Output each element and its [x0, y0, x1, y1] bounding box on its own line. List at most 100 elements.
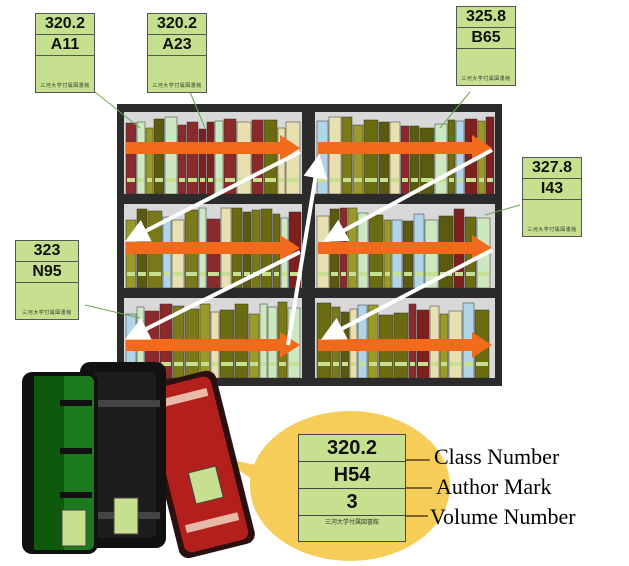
spine-label	[431, 362, 438, 366]
spine-label	[225, 178, 235, 182]
spine-label	[354, 178, 362, 182]
white-return-arrow	[320, 248, 493, 340]
spine-label	[342, 362, 348, 366]
spine-label	[279, 362, 286, 366]
white-return-arrow	[124, 250, 301, 340]
library-stamp: 三河大学付属図書館	[461, 76, 511, 82]
book-spine	[434, 123, 448, 195]
spine-label	[410, 362, 415, 366]
book-spine	[186, 121, 199, 195]
example-volume-number: 3	[299, 489, 405, 516]
spine-label	[279, 178, 284, 182]
spine-label	[395, 362, 407, 366]
spine-label	[200, 178, 205, 182]
class-number: 320.2	[36, 14, 94, 35]
spine-label	[464, 362, 473, 366]
example-library-stamp: 三河大学付属図書館	[324, 520, 379, 526]
spine-label	[421, 178, 433, 182]
spine-label	[436, 178, 446, 182]
orange-arrow-head	[472, 135, 492, 161]
book-spine	[341, 116, 353, 195]
call-number-label: 323 N95 三河大学付属図書館	[15, 240, 79, 320]
white-return-arrow	[286, 154, 328, 346]
orange-arrow-head	[472, 235, 492, 261]
spine-label	[147, 178, 152, 182]
orange-arrow-shaft	[318, 242, 474, 254]
spine-label	[476, 362, 488, 366]
spine-label	[331, 272, 338, 276]
spine-label	[222, 272, 230, 276]
orange-arrow-shaft	[126, 242, 282, 254]
spine-label	[380, 362, 392, 366]
spine-label	[402, 178, 408, 182]
legend-volume-number: Volume Number	[430, 504, 576, 529]
book-spine	[400, 125, 410, 195]
spine-label	[138, 178, 144, 182]
spine-label	[343, 178, 351, 182]
spine-label	[166, 178, 176, 182]
book-stack-illustration	[22, 362, 255, 559]
return-arrows	[124, 148, 493, 346]
spine-label	[269, 362, 276, 366]
spine-label	[253, 178, 262, 182]
spine-label	[359, 362, 366, 366]
spine-label	[359, 272, 367, 276]
book-spine	[455, 120, 465, 195]
spine-label	[318, 178, 327, 182]
author-mark: I43	[523, 179, 581, 200]
spine-label	[341, 272, 346, 276]
library-stamp: 三河大学付属図書館	[527, 227, 577, 233]
legend-class-number: Class Number	[434, 444, 560, 469]
book-spine	[125, 122, 137, 195]
spine-label	[161, 362, 171, 366]
book-spine	[402, 220, 414, 289]
book-spine	[352, 124, 364, 195]
spine-label	[290, 272, 300, 276]
class-number: 325.8	[457, 7, 515, 28]
book-spine	[164, 116, 178, 195]
spine-label	[426, 272, 437, 276]
spine-label	[149, 272, 161, 276]
orange-arrow-head	[472, 332, 492, 358]
spine-label	[441, 362, 447, 366]
spine-label	[155, 178, 163, 182]
spine-label	[479, 178, 484, 182]
call-number-label: 327.8 I43 三河大学付属図書館	[522, 157, 582, 237]
spine-label	[289, 362, 299, 366]
example-call-number-label: 320.2 H54 3 三河大学付属図書館	[298, 434, 406, 542]
spine-label	[351, 362, 356, 366]
spine-label	[174, 362, 183, 366]
spine-label	[208, 272, 219, 276]
bookcase-divider	[304, 104, 313, 386]
spine-label	[282, 272, 287, 276]
orange-arrow-head	[280, 235, 300, 261]
spine-label	[179, 178, 185, 182]
spine-label	[411, 178, 418, 182]
spine-label	[265, 178, 276, 182]
spine-label	[186, 272, 197, 276]
class-number: 323	[16, 241, 78, 262]
label-leaders	[84, 91, 521, 319]
spine-label	[318, 272, 328, 276]
example-author-mark: H54	[299, 462, 405, 489]
spine-label	[287, 178, 299, 182]
orange-arrow-head	[280, 135, 300, 161]
spine-label	[478, 272, 489, 276]
call-number-label: 320.2 A11 三河大学付属図書館	[35, 13, 95, 93]
spine-label	[380, 178, 388, 182]
spine-label	[186, 362, 198, 366]
spine-label	[457, 178, 463, 182]
spine-label	[201, 362, 209, 366]
book-spine	[447, 119, 456, 195]
orange-arrow-shaft	[126, 339, 282, 351]
book-spine	[363, 119, 379, 195]
book-spine	[389, 121, 401, 195]
spine-label	[173, 272, 183, 276]
spine-label	[391, 178, 399, 182]
spine-label	[138, 272, 146, 276]
book-spine	[177, 124, 187, 195]
library-stamp: 三河大学付属図書館	[152, 83, 202, 89]
reading-order-arrows	[126, 135, 492, 358]
spine-label	[349, 272, 356, 276]
call-number-label: 320.2 A23 三河大学付属図書館	[147, 13, 207, 93]
